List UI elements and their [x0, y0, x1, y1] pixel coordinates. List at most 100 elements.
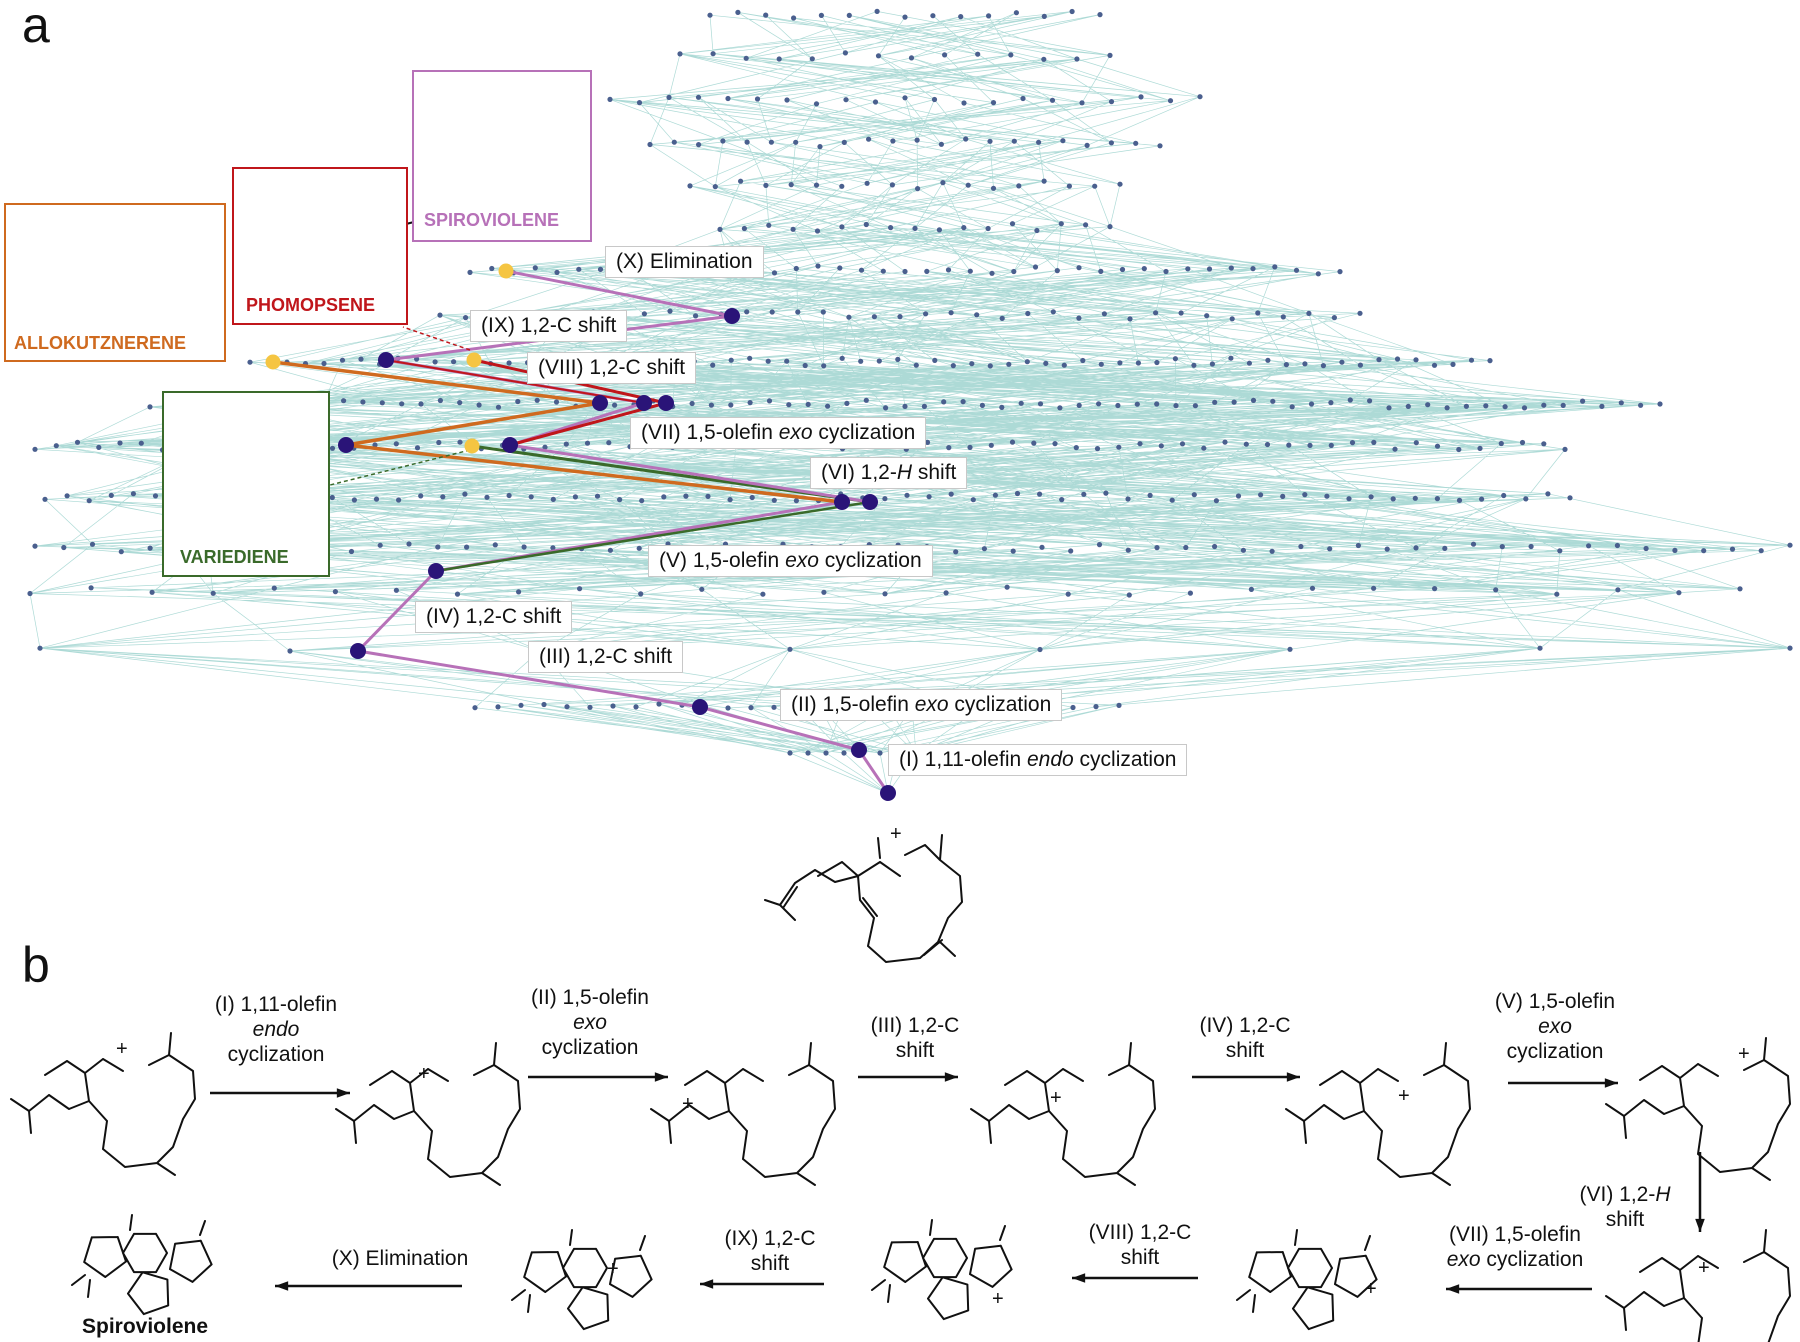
network-node	[1355, 542, 1361, 549]
network-node	[875, 53, 882, 59]
scheme-molecule-11	[71, 1214, 213, 1316]
network-node	[1006, 361, 1012, 367]
network-node	[1327, 546, 1333, 552]
step-label-viii: (VIII) 1,2-C shift	[527, 352, 697, 384]
network-node	[271, 585, 277, 591]
network-node	[1141, 266, 1147, 272]
network-node	[1138, 94, 1144, 100]
network-node	[1240, 547, 1246, 553]
network-node	[329, 494, 335, 501]
network-node	[1270, 398, 1276, 404]
network-node	[1117, 360, 1123, 366]
network-node	[74, 439, 81, 445]
network-node	[550, 545, 556, 551]
network-node	[790, 226, 796, 232]
network-node	[1115, 402, 1121, 409]
network-node	[938, 141, 945, 147]
network-node	[88, 585, 94, 591]
network-node	[661, 494, 667, 500]
network-node	[1050, 309, 1056, 315]
network-node	[708, 402, 715, 408]
network-node	[472, 705, 478, 711]
network-node	[999, 315, 1005, 321]
network-node	[815, 263, 821, 269]
network-node	[760, 591, 766, 597]
end-node	[466, 352, 482, 368]
network-node	[992, 492, 999, 498]
end-node	[265, 354, 281, 370]
network-node	[515, 398, 521, 405]
scheme-charge-4: +	[1050, 1087, 1062, 1109]
network-node	[639, 498, 645, 504]
scheme-charge-9: +	[992, 1288, 1004, 1310]
network-node	[1032, 264, 1039, 270]
network-node	[1043, 360, 1049, 366]
network-node	[717, 226, 723, 232]
step-label-x: (X) Elimination	[605, 246, 764, 278]
network-node	[744, 309, 750, 315]
network-node	[1302, 492, 1308, 498]
network-node	[489, 265, 495, 272]
network-node	[871, 314, 878, 320]
network-node	[32, 446, 38, 452]
network-node	[1041, 13, 1047, 19]
network-node	[902, 268, 908, 275]
network-node	[786, 402, 792, 408]
network-node	[940, 180, 946, 186]
scheme-molecule-9	[871, 1219, 1013, 1321]
network-node	[584, 440, 591, 446]
network-node	[1264, 441, 1271, 448]
scheme-charge-7: +	[1698, 1257, 1710, 1279]
scheme-molecule-7	[1605, 1229, 1791, 1342]
network-node	[1701, 548, 1707, 554]
network-node	[793, 498, 800, 504]
network-node	[506, 492, 512, 499]
network-node	[396, 497, 402, 503]
network-node	[1283, 362, 1289, 368]
network-node	[988, 442, 994, 448]
network-node	[943, 590, 949, 596]
network-node	[1368, 494, 1374, 500]
network-node	[1618, 400, 1624, 406]
network-node	[1309, 585, 1316, 591]
network-node	[1339, 359, 1345, 365]
network-node	[1337, 269, 1343, 275]
network-node	[802, 362, 808, 369]
network-node	[989, 270, 995, 276]
network-node	[1076, 265, 1082, 271]
network-node	[720, 138, 726, 144]
network-node	[889, 182, 896, 188]
network-node	[809, 56, 815, 62]
network-node	[677, 51, 683, 57]
network-node	[149, 589, 155, 595]
network-node	[647, 141, 653, 148]
network-node	[1286, 442, 1292, 448]
spiroviolene-box: SPIROVIOLENE	[412, 70, 592, 242]
network-node	[638, 591, 644, 597]
network-node	[858, 358, 864, 364]
network-node	[689, 400, 695, 407]
network-node	[805, 401, 811, 407]
network-node	[1456, 446, 1462, 453]
network-node	[913, 362, 919, 368]
network-node	[1394, 356, 1401, 362]
network-node	[843, 97, 849, 103]
network-node	[1116, 444, 1122, 450]
network-node	[594, 493, 601, 499]
network-node	[516, 589, 522, 595]
network-node	[1096, 401, 1102, 407]
network-node	[287, 648, 293, 654]
network-node	[1493, 587, 1499, 593]
network-node	[1187, 590, 1193, 596]
network-node	[1004, 584, 1010, 590]
network-node	[1280, 493, 1286, 499]
network-node	[846, 314, 852, 320]
network-node	[791, 15, 797, 21]
network-node	[687, 183, 693, 189]
network-node	[981, 546, 988, 552]
network-node	[1519, 439, 1526, 446]
network-node	[1213, 498, 1219, 504]
network-node	[1657, 401, 1663, 407]
